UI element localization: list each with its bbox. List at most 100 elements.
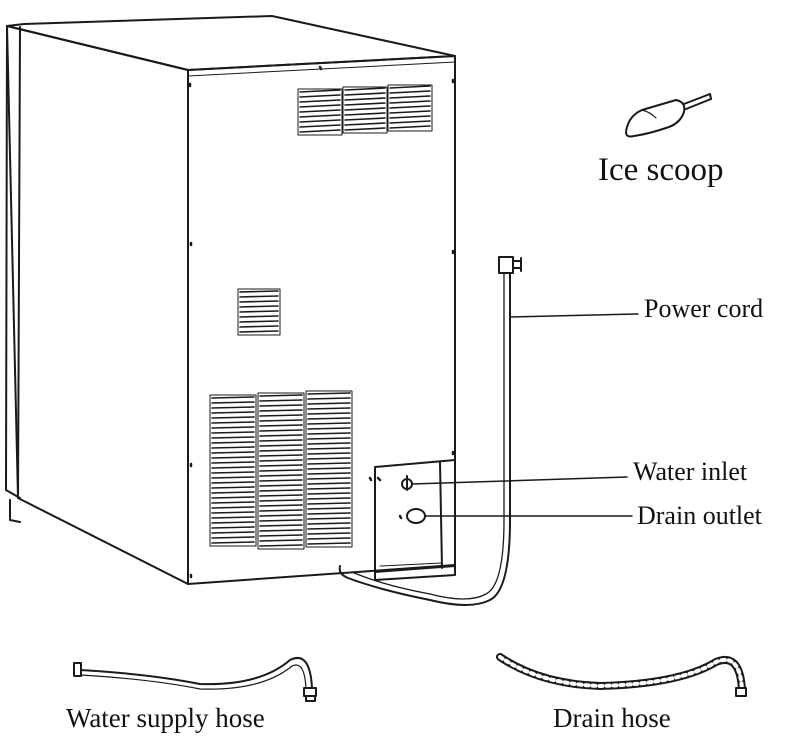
vent-frame — [237, 288, 281, 336]
vent-slat — [259, 514, 303, 517]
vent-slat — [307, 417, 351, 420]
vent-slat — [299, 114, 341, 118]
vent-slat — [259, 499, 303, 502]
vent-slat — [299, 94, 341, 98]
vent-slat — [239, 310, 279, 313]
vent-slat — [307, 512, 351, 515]
vent-slat — [307, 492, 351, 495]
vent-slat — [211, 531, 255, 534]
vent-slat — [259, 399, 303, 402]
vent-slat — [307, 487, 351, 490]
vent-slat — [307, 447, 351, 450]
vent-slat — [211, 456, 255, 459]
vent-slat — [211, 536, 255, 539]
power-cord-leader — [509, 313, 639, 318]
vent-slat — [307, 497, 351, 500]
vent-slat — [307, 477, 351, 480]
vent-slat — [389, 90, 431, 94]
drain-outlet-fitting — [406, 508, 426, 524]
vent-slat — [307, 437, 351, 440]
vent-grille — [237, 288, 281, 336]
vent-slat — [307, 457, 351, 460]
vent-slat — [259, 539, 303, 542]
vent-slat — [299, 89, 341, 93]
water-inlet-label: Water inlet — [633, 457, 748, 486]
vent-slat — [389, 105, 431, 109]
vent-slat — [259, 459, 303, 462]
vent-slat — [211, 516, 255, 519]
vent-slat — [307, 452, 351, 455]
vent-slat — [211, 396, 255, 399]
vent-grille — [387, 84, 433, 132]
vent-slat — [259, 414, 303, 417]
drain-hose-label: Drain hose — [553, 703, 671, 733]
vent-slat — [211, 486, 255, 489]
vent-slat — [211, 491, 255, 494]
vent-slat — [211, 541, 255, 544]
vent-slat — [259, 394, 303, 397]
power-cord — [338, 256, 522, 606]
vent-slat — [344, 102, 386, 106]
vent-slat — [344, 127, 386, 131]
vent-slat — [239, 325, 279, 328]
vent-slat — [211, 421, 255, 424]
vent-slat — [259, 409, 303, 412]
vent-grille — [305, 390, 353, 548]
vent-slat — [211, 436, 255, 439]
vent-slat — [389, 115, 431, 119]
vent-slat — [259, 469, 303, 472]
vent-slat — [259, 439, 303, 442]
vent-slat — [259, 404, 303, 407]
vent-slat — [389, 95, 431, 99]
vent-slat — [239, 300, 279, 303]
vent-slat — [259, 424, 303, 427]
vent-frame — [297, 88, 343, 136]
vent-slat — [211, 401, 255, 404]
vent-slat — [239, 290, 279, 293]
vent-slat — [211, 511, 255, 514]
vent-slat — [259, 504, 303, 507]
vent-slat — [259, 434, 303, 437]
vent-slat — [307, 402, 351, 405]
vent-slat — [389, 125, 431, 129]
vent-slat — [299, 99, 341, 103]
vent-slat — [211, 506, 255, 509]
power-cord-label: Power cord — [644, 294, 764, 323]
vent-slat — [389, 100, 431, 104]
vent-slat — [307, 467, 351, 470]
vent-frame — [257, 392, 305, 550]
vent-slat — [211, 471, 255, 474]
vent-slat — [307, 542, 351, 545]
drain-outlet-label: Drain outlet — [637, 501, 762, 530]
vent-slat — [299, 124, 341, 128]
vent-slat — [259, 419, 303, 422]
vent-grille — [342, 86, 388, 134]
vent-slat — [259, 494, 303, 497]
vent-slat — [211, 526, 255, 529]
vent-slat — [211, 426, 255, 429]
leader-lines — [411, 313, 639, 517]
vent-slat — [239, 330, 279, 333]
vent-frame — [387, 84, 433, 132]
vent-slat — [259, 429, 303, 432]
vent-slat — [307, 422, 351, 425]
vent-slat — [259, 519, 303, 522]
vent-slat — [307, 507, 351, 510]
vent-slat — [239, 305, 279, 308]
vent-slat — [307, 427, 351, 430]
vent-slat — [239, 320, 279, 323]
vent-slat — [344, 122, 386, 126]
vent-slat — [344, 97, 386, 101]
vent-slat — [307, 392, 351, 395]
vent-slat — [259, 509, 303, 512]
vent-slat — [307, 432, 351, 435]
vent-slat — [307, 522, 351, 525]
vent-slat — [211, 431, 255, 434]
vent-slat — [211, 501, 255, 504]
vent-slat — [307, 517, 351, 520]
water-inlet-leader — [411, 476, 628, 485]
vent-slat — [307, 527, 351, 530]
vent-slat — [259, 449, 303, 452]
vent-slat — [211, 521, 255, 524]
vent-slat — [211, 411, 255, 414]
